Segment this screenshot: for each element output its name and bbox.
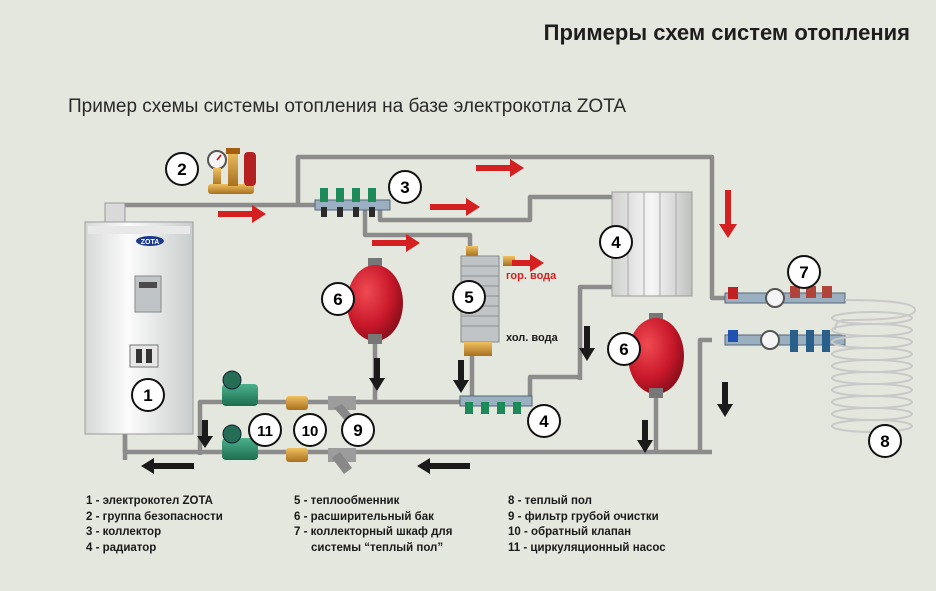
legend-item: 3 - коллектор — [86, 526, 162, 538]
pipe-return-main — [122, 425, 712, 455]
arrow-down-icon — [637, 420, 653, 453]
legend-item: 7 - коллекторный шкаф для — [294, 526, 453, 538]
legend-item: 9 - фильтр грубой очистки — [508, 510, 659, 523]
svg-text:7: 7 — [799, 263, 808, 282]
cold-water-label: хол. вода — [506, 332, 559, 344]
pipe-return-middle — [358, 374, 580, 405]
arrow-down-icon — [579, 326, 595, 361]
collector-top — [314, 188, 391, 217]
legend-column-1: 1 - электрокотел ZOTA 2 - группа безопас… — [86, 494, 223, 556]
legend-item: 4 - радиатор — [86, 541, 157, 554]
svg-text:6: 6 — [619, 340, 628, 359]
marker-2: 2 — [165, 152, 199, 186]
floor-heating-coil — [831, 299, 917, 433]
marker-10: 10 — [293, 413, 327, 447]
svg-text:3: 3 — [400, 178, 409, 197]
legend-item: 6 - расширительный бак — [294, 510, 434, 523]
marker-9: 9 — [341, 413, 375, 447]
svg-text:1: 1 — [143, 386, 152, 405]
pipe-collector-to-radiator — [377, 194, 612, 223]
check-valves — [286, 396, 308, 462]
circulation-pumps — [222, 370, 258, 460]
marker-6-left: 6 — [321, 282, 355, 316]
arrow-down-icon — [369, 358, 385, 391]
legend-item: 11 - циркуляционный насос — [508, 541, 666, 554]
supply-pipe-main — [112, 202, 315, 210]
legend-item: системы “теплый пол” — [311, 541, 444, 554]
legend-item: 2 - группа безопасности — [86, 510, 223, 523]
page-subtitle: Пример схемы системы отопления на базе э… — [68, 96, 627, 117]
arrow-right-icon — [476, 159, 524, 177]
arrow-right-icon — [430, 198, 480, 216]
marker-8: 8 — [868, 424, 902, 458]
svg-text:4: 4 — [539, 412, 549, 431]
arrow-left-icon — [141, 458, 194, 474]
expansion-tank-right — [628, 313, 684, 398]
return-arrows — [141, 326, 733, 474]
coarse-filters — [328, 396, 356, 474]
legend-item: 5 - теплообменник — [294, 495, 400, 507]
svg-text:8: 8 — [880, 432, 889, 451]
flow-arrows — [218, 159, 737, 272]
svg-text:11: 11 — [257, 423, 273, 440]
arrow-right-icon — [512, 254, 544, 272]
arrow-left-icon — [417, 458, 470, 474]
arrow-right-icon — [218, 205, 266, 223]
legend-column-3: 8 - теплый пол 9 - фильтр грубой очистки… — [508, 494, 666, 556]
arrow-right-icon — [372, 234, 420, 252]
svg-text:10: 10 — [302, 423, 319, 440]
arrow-down-icon — [453, 360, 469, 393]
boiler-brand: ZOTA — [141, 239, 160, 246]
floor-collector — [724, 286, 846, 352]
arrow-down-icon — [197, 420, 213, 448]
marker-5: 5 — [452, 280, 486, 314]
pipe-collector-to-exchanger — [362, 210, 473, 250]
legend-item: 8 - теплый пол — [508, 495, 592, 507]
arrow-down-icon — [717, 382, 733, 417]
legend-item: 10 - обратный клапан — [508, 526, 632, 538]
collector-lower — [459, 395, 533, 414]
legend-item: 1 - электрокотел ZOTA — [86, 495, 213, 507]
safety-group — [207, 148, 256, 194]
number-markers: 1 2 3 4 4 5 6 6 7 8 9 10 11 — [131, 152, 902, 458]
legend-column-2: 5 - теплообменник 6 - расширительный бак… — [294, 494, 452, 556]
marker-4-collector: 4 — [527, 404, 561, 438]
marker-11: 11 — [248, 413, 282, 447]
svg-text:4: 4 — [611, 233, 621, 252]
marker-3: 3 — [388, 170, 422, 204]
svg-text:6: 6 — [333, 290, 342, 309]
svg-text:5: 5 — [464, 288, 473, 307]
hot-water-label: гор. вода — [506, 270, 557, 282]
marker-4-radiator: 4 — [599, 225, 633, 259]
svg-text:2: 2 — [177, 160, 186, 179]
marker-7: 7 — [787, 255, 821, 289]
marker-6-right: 6 — [607, 332, 641, 366]
marker-1: 1 — [131, 378, 165, 412]
supply-pipe-top — [295, 154, 730, 301]
pipe-return-floor — [697, 337, 712, 452]
page-title: Примеры схем систем отопления — [543, 20, 910, 45]
expansion-tank-left — [347, 258, 403, 344]
svg-text:9: 9 — [353, 421, 362, 440]
arrow-down-icon — [719, 190, 737, 238]
